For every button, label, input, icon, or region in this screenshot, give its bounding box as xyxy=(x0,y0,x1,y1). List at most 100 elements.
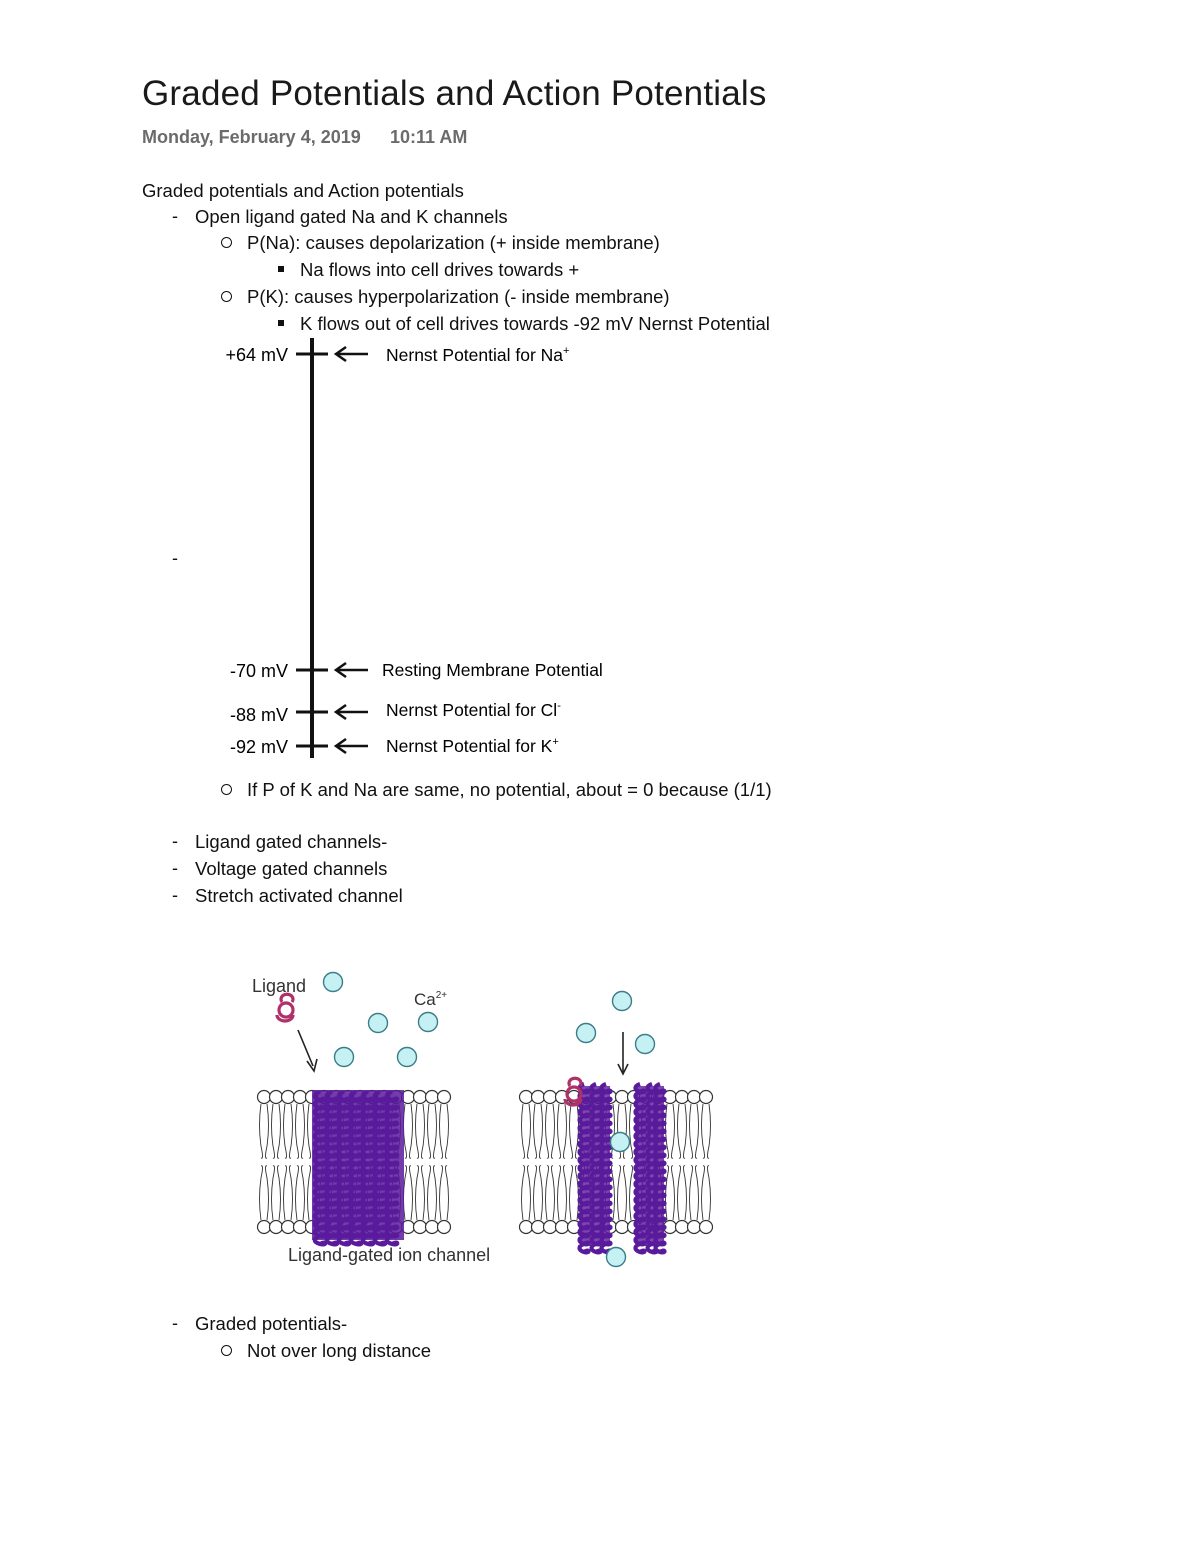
calcium-ion xyxy=(367,1012,389,1034)
lipid-head-top xyxy=(530,1089,546,1105)
dash-bullet: - xyxy=(172,885,178,905)
lipid-tail xyxy=(527,1103,531,1159)
lipid-tail xyxy=(421,1165,425,1221)
lipid-tail xyxy=(533,1103,537,1159)
tick-cl: -88 mV Nernst Potential for Cl- xyxy=(230,700,561,725)
lipid-tail xyxy=(445,1103,449,1159)
figure-caption: Ligand-gated ion channel xyxy=(288,1245,490,1265)
lipid-head-top xyxy=(280,1089,296,1105)
list-item-k-flows: K flows out of cell drives towards -92 m… xyxy=(300,313,770,334)
list-item-not-long: Not over long distance xyxy=(247,1340,432,1361)
circle-bullet xyxy=(221,291,232,302)
list-item-graded: Graded potentials- xyxy=(195,1313,348,1334)
lipid-tail xyxy=(307,1103,311,1159)
calcium-ion xyxy=(634,1033,656,1055)
lipid-head-bottom xyxy=(268,1219,284,1235)
circle-bullet xyxy=(221,1345,232,1356)
lipid-tail xyxy=(283,1103,287,1159)
lipid-tail xyxy=(677,1103,681,1159)
page-date: Monday, February 4, 2019 xyxy=(142,127,361,147)
calcium-ion xyxy=(611,990,633,1012)
lipid-tail xyxy=(671,1103,675,1159)
calcium-ions xyxy=(322,971,656,1268)
lipid-tail xyxy=(521,1103,525,1159)
lipid-head-bottom xyxy=(614,1219,630,1235)
dash-bullet: - xyxy=(172,831,178,851)
lipid-tail xyxy=(545,1103,549,1159)
ligand-gated-channel-figure: Ligand Ca2+ Ligand-gated ion channel xyxy=(252,971,714,1268)
lipid-head-bottom xyxy=(292,1219,308,1235)
lipid-head-bottom xyxy=(542,1219,558,1235)
lipid-tail xyxy=(665,1165,669,1221)
ion-label: Ca2+ xyxy=(414,990,447,1009)
dash-bullet: - xyxy=(172,548,178,568)
lipid-head-top xyxy=(268,1089,284,1105)
page-title: Graded Potentials and Action Potentials xyxy=(142,74,767,113)
lipid-tail xyxy=(629,1165,633,1221)
ligand-molecule xyxy=(563,1076,583,1107)
lipid-tail xyxy=(271,1103,275,1159)
lipid-tail xyxy=(265,1103,269,1159)
alpha-helix xyxy=(589,1082,603,1255)
lipid-tail xyxy=(611,1165,615,1221)
list-item-ligand-gated: Ligand gated channels- xyxy=(195,831,388,852)
tick-label-resting: Resting Membrane Potential xyxy=(382,660,603,680)
lipid-tail xyxy=(683,1103,687,1159)
dash-bullet: - xyxy=(172,858,178,878)
lipid-tail xyxy=(707,1165,711,1221)
lipid-tail xyxy=(277,1103,281,1159)
lipid-tail xyxy=(701,1103,705,1159)
alpha-helix xyxy=(384,1089,400,1247)
alpha-helix xyxy=(360,1089,376,1247)
lipid-tail xyxy=(265,1165,269,1221)
lipid-tail xyxy=(629,1103,633,1159)
lipid-tail xyxy=(283,1165,287,1221)
alpha-helix xyxy=(312,1089,328,1247)
lipid-tail xyxy=(277,1165,281,1221)
lipid-tail xyxy=(427,1103,431,1159)
lipid-tail xyxy=(539,1103,543,1159)
alpha-helix xyxy=(324,1089,340,1247)
alpha-helix xyxy=(336,1089,352,1247)
ligand-molecule xyxy=(275,992,295,1023)
lipid-tail xyxy=(445,1165,449,1221)
lipid-tail xyxy=(421,1103,425,1159)
lipid-tail xyxy=(433,1103,437,1159)
lipid-tail xyxy=(307,1165,311,1221)
calcium-ion xyxy=(396,1046,418,1068)
lipid-tail xyxy=(439,1165,443,1221)
lipid-head-top xyxy=(542,1089,558,1105)
lipid-tail xyxy=(683,1165,687,1221)
tick-na: +64 mV Nernst Potential for Na+ xyxy=(225,345,569,365)
tick-label-k: Nernst Potential for K+ xyxy=(386,736,559,756)
ligand-label: Ligand xyxy=(252,976,306,996)
alpha-helix xyxy=(653,1082,667,1255)
lipid-tail xyxy=(689,1165,693,1221)
lipid-head-bottom xyxy=(280,1219,296,1235)
lipid-tail xyxy=(563,1165,567,1221)
lipid-tail xyxy=(409,1165,413,1221)
membrane-open-channel xyxy=(518,1089,714,1235)
lipid-tail xyxy=(545,1165,549,1221)
square-bullet xyxy=(278,320,284,326)
list-item-open-channels: Open ligand gated Na and K channels xyxy=(195,206,508,227)
lipid-tail xyxy=(271,1165,275,1221)
notes-heading: Graded potentials and Action potentials xyxy=(142,180,464,201)
open-channel-protein xyxy=(577,1082,667,1255)
lipid-tail xyxy=(295,1103,299,1159)
lipid-head-bottom xyxy=(674,1219,690,1235)
ligand-arrow-icon xyxy=(297,1029,314,1067)
list-item-same-p: If P of K and Na are same, no potential,… xyxy=(247,779,772,800)
lipid-head-top xyxy=(424,1089,440,1105)
lipid-tail xyxy=(521,1165,525,1221)
lipid-tail xyxy=(289,1103,293,1159)
alpha-helix xyxy=(633,1082,647,1255)
tick-value-resting: -70 mV xyxy=(230,661,288,681)
lipid-head-top xyxy=(436,1089,452,1105)
lipid-tail xyxy=(527,1165,531,1221)
circle-bullet xyxy=(221,237,232,248)
lipid-head-bottom xyxy=(686,1219,702,1235)
lipid-tail xyxy=(439,1103,443,1159)
lipid-tail xyxy=(623,1165,627,1221)
lipid-head-top xyxy=(614,1089,630,1105)
